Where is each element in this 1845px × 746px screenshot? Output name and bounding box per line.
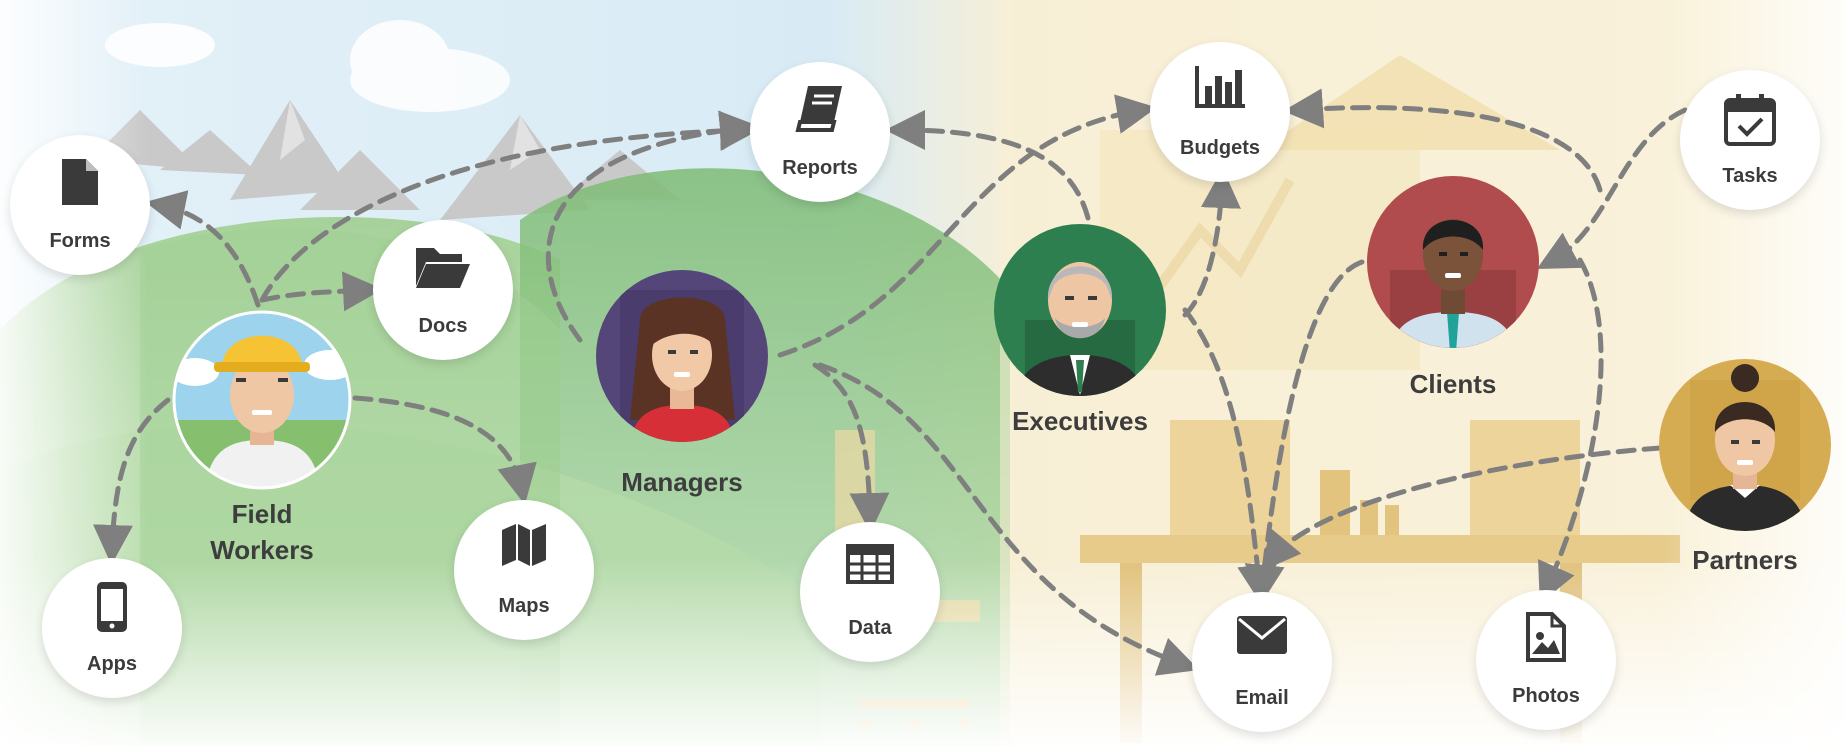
flow-field-workers-to-reports [259, 110, 760, 303]
flow-field-workers-to-maps [352, 395, 537, 505]
resource-label: Photos [1512, 685, 1580, 707]
resource-node-photos[interactable]: Photos [1476, 590, 1616, 730]
table-grid-icon [800, 544, 940, 589]
resource-node-budgets[interactable]: Budgets [1150, 42, 1290, 182]
flow-managers-to-data [812, 362, 890, 533]
flow-managers-to-budgets [777, 94, 1157, 358]
resource-label: Forms [49, 230, 111, 252]
resource-node-data[interactable]: Data [800, 522, 940, 662]
person-label-clients: Clients [1409, 369, 1497, 399]
woman-red-dress-avatar [596, 270, 768, 442]
calendar-check-icon [1680, 92, 1820, 151]
gray-haired-executive-avatar [994, 224, 1166, 396]
flow-executives-to-email [1182, 307, 1278, 605]
flow-managers-to-reports [545, 110, 760, 343]
image-file-icon [1476, 612, 1616, 667]
resource-label: Tasks [1722, 165, 1778, 187]
flow-executives-to-budgets [1182, 168, 1241, 318]
flow-field-workers-to-docs [259, 271, 383, 312]
envelope-icon [1192, 614, 1332, 661]
resource-node-maps[interactable]: Maps [454, 500, 594, 640]
flow-tasks-to-clients [1536, 107, 1688, 270]
resource-label: Reports [782, 157, 858, 179]
resource-node-reports[interactable]: Reports [750, 62, 890, 202]
smartphone-icon [42, 580, 182, 639]
map-icon [454, 522, 594, 573]
person-label-field-workers: Field Workers [210, 499, 314, 565]
book-icon [750, 84, 890, 139]
resource-node-apps[interactable]: Apps [42, 558, 182, 698]
resource-label: Maps [498, 595, 550, 617]
folder-open-icon [373, 242, 513, 295]
resource-node-email[interactable]: Email [1192, 592, 1332, 732]
resource-label: Apps [87, 653, 137, 675]
resource-node-tasks[interactable]: Tasks [1680, 70, 1820, 210]
resource-label: Budgets [1180, 137, 1260, 159]
resource-node-forms[interactable]: Forms [10, 135, 150, 275]
flow-managers-to-email [817, 362, 1200, 676]
flow-executives-to-reports [885, 110, 1091, 221]
resource-label: Docs [418, 315, 468, 337]
person-label-partners: Partners [1692, 545, 1798, 575]
woman-with-bun-avatar [1659, 359, 1831, 531]
person-label-managers: Managers [621, 467, 743, 497]
flow-field-workers-to-forms [145, 190, 261, 308]
resource-label: Email [1235, 687, 1289, 709]
person-label-executives: Executives [1012, 406, 1148, 436]
flow-clients-to-email [1244, 259, 1365, 605]
flow-partners-to-email [1260, 445, 1663, 572]
file-icon [10, 157, 150, 212]
man-with-tie-avatar [1367, 176, 1539, 348]
resource-node-docs[interactable]: Docs [373, 220, 513, 360]
flow-clients-to-photos [1538, 257, 1604, 604]
bar-chart-icon [1150, 64, 1290, 115]
flow-clients-to-budgets [1283, 88, 1603, 193]
resource-label: Data [848, 617, 892, 639]
flow-field-workers-to-apps [92, 397, 171, 565]
hard-hat-worker-avatar [172, 310, 352, 490]
